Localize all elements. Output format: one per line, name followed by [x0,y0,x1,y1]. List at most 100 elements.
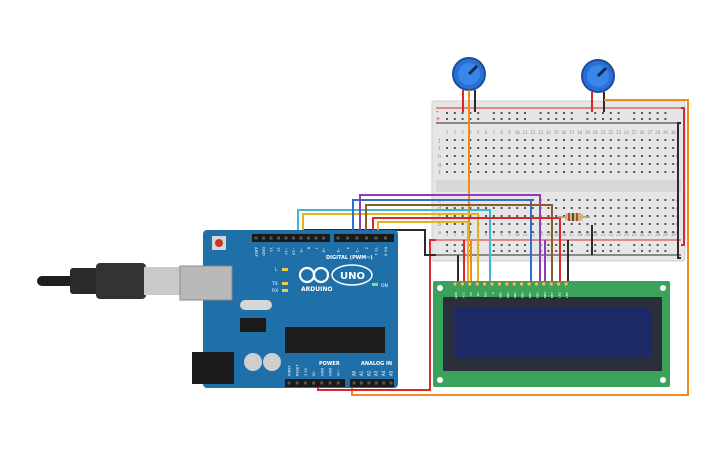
power-pin-label: GND [329,368,333,376]
digital-pin-label: ~10 [292,247,297,256]
column-number: 9 [508,130,511,135]
lcd-pin-label: E [491,292,495,294]
lcd-pin[interactable] [482,281,487,287]
digital-pin[interactable] [346,236,349,240]
digital-pin[interactable] [299,236,303,240]
analog-pin[interactable] [352,381,356,385]
column-number: 26 [640,130,645,135]
lcd-pin[interactable] [511,281,517,287]
lcd-pin[interactable] [497,281,502,287]
power-pin[interactable] [295,381,299,385]
arduino-uno: ARDUINO UNO DIGITAL (PWM~) POWER ANALOG … [179,230,398,388]
digital-pin[interactable] [277,236,280,240]
digital-pin[interactable] [322,236,325,240]
digital-pin[interactable] [269,236,273,240]
digital-pin[interactable] [284,236,288,240]
digital-pin[interactable] [262,236,265,240]
power-pin[interactable] [336,381,340,385]
lcd-pin[interactable] [556,281,561,287]
column-number: 4 [469,232,472,237]
digital-pin[interactable] [336,236,340,240]
lcd-pin-label: RS [476,292,480,296]
digital-pin-label: ~3 [355,247,360,253]
arduino-logo [298,264,373,286]
digital-pin[interactable] [307,236,310,240]
digital-pin-label: ~6 [322,247,327,253]
column-number: 3 [461,130,464,135]
analog-pin[interactable] [374,381,378,385]
digital-pin[interactable] [254,236,258,240]
column-number: 13 [538,130,543,135]
power-pin-label: GND [320,368,324,376]
digital-pin[interactable] [292,236,295,240]
power-pin-label: 3.3V [304,367,308,376]
column-number: 25 [632,232,637,237]
power-pin[interactable] [312,381,316,385]
analog-pin[interactable] [382,381,386,385]
lcd-pin[interactable] [474,281,480,287]
column-number: 18 [577,232,582,237]
usb-cable-icon[interactable] [37,263,180,299]
lcd-pin[interactable] [460,281,465,287]
column-number: 27 [647,130,652,135]
column-number: 15 [554,232,559,237]
column-number: 11 [523,232,528,237]
column-number: 1 [446,232,449,237]
column-number: 25 [632,130,637,135]
lcd-pin[interactable] [452,281,458,287]
power-pin[interactable] [303,381,307,385]
lcd-pin[interactable] [548,281,554,287]
column-number: 12 [530,130,535,135]
analog-pin-label: A1 [359,370,364,376]
lcd-pin[interactable] [519,281,524,287]
column-number: 2 [454,130,457,135]
analog-pin[interactable] [359,381,363,385]
digital-pin[interactable] [384,236,387,240]
arduino-brand: ARDUINO [301,286,332,293]
column-number: 28 [655,232,660,237]
resistor-icon[interactable] [558,213,590,221]
potentiometer-left[interactable] [452,57,486,112]
analog-pin[interactable] [367,381,371,385]
column-number: 10 [515,232,520,237]
power-pin[interactable] [320,381,324,385]
lcd-pin[interactable] [504,281,510,287]
column-number: 14 [546,232,551,237]
column-number: 26 [640,232,645,237]
digital-pin[interactable] [374,236,378,240]
analog-pin-label: A4 [381,370,386,376]
digital-pin[interactable] [365,236,368,240]
digital-pin-label: TX 1 [374,246,379,256]
column-number: 3 [461,232,464,237]
analog-pin[interactable] [389,381,393,385]
analog-pin-label: A2 [366,370,371,376]
row-letter: g [438,162,441,168]
potentiometer-right[interactable] [581,59,615,112]
lcd-pin-label: DB7 [550,292,554,298]
digital-pin-label: 2 [365,247,370,250]
lcd-pin[interactable] [541,281,547,287]
power-pin[interactable] [328,381,332,385]
lcd-pin[interactable] [563,281,569,287]
lcd-pin-label: DB2 [513,292,517,298]
column-number: 15 [554,130,559,135]
power-pin-label: Vin [337,370,341,376]
lcd-pin[interactable] [467,281,473,287]
lcd-pin[interactable] [534,281,539,287]
lcd-pin[interactable] [489,281,495,287]
column-number: 19 [585,232,590,237]
lcd-pin-label: RW [484,292,488,297]
lcd-pin-label: DB5 [535,292,539,298]
column-number: 30 [671,232,676,237]
lcd-pin[interactable] [526,281,532,287]
arduino-model: UNO [340,271,365,282]
digital-pin[interactable] [314,236,318,240]
power-pin[interactable] [287,381,291,385]
digital-pin[interactable] [355,236,359,240]
column-number: 8 [500,130,503,135]
digital-pin-label: 12 [277,247,282,252]
